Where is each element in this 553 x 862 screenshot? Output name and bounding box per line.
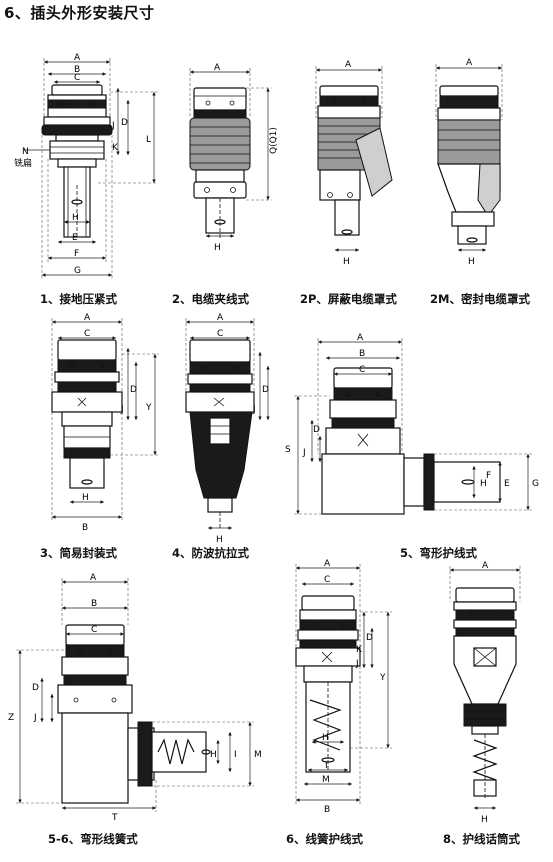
fig2-drawing: A Q(Q1) H: [189, 63, 279, 253]
svg-text:J: J: [302, 448, 306, 458]
svg-text:D: D: [313, 425, 320, 435]
svg-text:H: H: [322, 733, 329, 743]
caption-fig5: 5、弯形护线式: [400, 546, 478, 560]
svg-text:H: H: [216, 535, 223, 545]
svg-text:J: J: [33, 713, 37, 723]
svg-text:C: C: [84, 329, 90, 339]
svg-text:Q(Q1): Q(Q1): [269, 127, 279, 154]
svg-text:J: J: [120, 405, 124, 415]
svg-text:Y: Y: [379, 673, 386, 683]
caption-fig2m: 2M、密封电缆罩式: [430, 292, 530, 306]
svg-text:G: G: [74, 266, 81, 276]
svg-text:C: C: [91, 625, 97, 635]
svg-text:M: M: [254, 750, 262, 760]
svg-text:H: H: [480, 479, 487, 489]
svg-text:A: A: [74, 53, 81, 63]
fig3-drawing: A C D J Y H B: [51, 313, 159, 533]
svg-text:H: H: [72, 213, 79, 223]
svg-text:N: N: [22, 147, 29, 157]
svg-text:C: C: [324, 575, 330, 585]
caption-fig2: 2、电缆夹线式: [172, 292, 250, 306]
svg-text:B: B: [324, 805, 330, 815]
svg-text:A: A: [217, 313, 224, 323]
svg-text:M: M: [322, 775, 330, 785]
svg-text:H: H: [82, 493, 89, 503]
svg-text:K: K: [112, 143, 119, 153]
svg-text:A: A: [466, 58, 473, 68]
svg-text:F: F: [74, 249, 79, 259]
fig2p-drawing: A H: [315, 60, 393, 267]
caption-fig8: 8、护线话筒式: [443, 832, 521, 846]
svg-text:B: B: [91, 599, 97, 609]
svg-text:Y: Y: [145, 403, 152, 413]
svg-text:铣扁: 铣扁: [14, 157, 32, 169]
svg-text:E: E: [72, 233, 78, 243]
svg-text:D: D: [366, 633, 373, 643]
svg-text:J: J: [111, 121, 115, 131]
fig1-drawing: A B C D J K L N 铣扁 H E F G: [14, 53, 158, 280]
svg-text:D: D: [32, 683, 39, 693]
svg-text:H: H: [214, 243, 221, 253]
svg-text:H: H: [343, 257, 350, 267]
caption-fig3: 3、简易封装式: [40, 546, 118, 560]
svg-text:A: A: [90, 573, 97, 583]
svg-text:H: H: [468, 257, 475, 267]
svg-text:B: B: [82, 523, 88, 533]
svg-text:A: A: [357, 333, 364, 343]
svg-text:I: I: [234, 750, 237, 760]
svg-text:H: H: [481, 815, 488, 825]
svg-text:K: K: [356, 645, 363, 655]
caption-fig4: 4、防波抗拉式: [172, 546, 250, 560]
svg-text:G: G: [532, 479, 539, 489]
caption-fig2p: 2P、屏蔽电缆罩式: [300, 292, 397, 306]
fig4-drawing: A C D J H: [185, 313, 270, 545]
caption-fig6: 6、线簧护线式: [286, 832, 364, 846]
svg-text:C: C: [217, 329, 223, 339]
svg-text:A: A: [345, 60, 352, 70]
svg-text:D: D: [130, 385, 137, 395]
svg-text:J: J: [252, 405, 256, 415]
fig6-drawing: A C D K J Y H I M B: [295, 559, 392, 815]
fig2m-drawing: A H: [435, 58, 503, 267]
svg-text:D: D: [121, 118, 128, 128]
svg-text:F: F: [486, 471, 491, 481]
svg-text:A: A: [214, 63, 221, 73]
fig8-drawing: A H: [449, 561, 521, 825]
page-title: 6、插头外形安装尺寸: [4, 4, 155, 22]
svg-text:D: D: [262, 385, 269, 395]
svg-text:S: S: [285, 445, 291, 455]
svg-text:L: L: [146, 135, 151, 145]
caption-fig56: 5-6、弯形线簧式: [48, 832, 138, 846]
svg-text:Z: Z: [8, 713, 14, 723]
svg-text:H: H: [210, 750, 217, 760]
svg-text:C: C: [359, 365, 365, 375]
caption-fig1: 1、接地压紧式: [40, 292, 118, 306]
svg-text:C: C: [74, 73, 80, 83]
svg-text:I: I: [325, 761, 328, 771]
svg-text:T: T: [111, 813, 118, 823]
fig5-drawing: A B C S D J H E G F: [285, 333, 539, 515]
svg-text:J: J: [355, 659, 359, 669]
svg-text:A: A: [84, 313, 91, 323]
fig56-drawing: A B C Z D J H I M T: [8, 573, 262, 823]
svg-text:E: E: [504, 479, 510, 489]
svg-text:B: B: [359, 349, 365, 359]
svg-text:A: A: [482, 561, 489, 571]
svg-text:B: B: [74, 65, 80, 75]
svg-text:A: A: [324, 559, 331, 569]
